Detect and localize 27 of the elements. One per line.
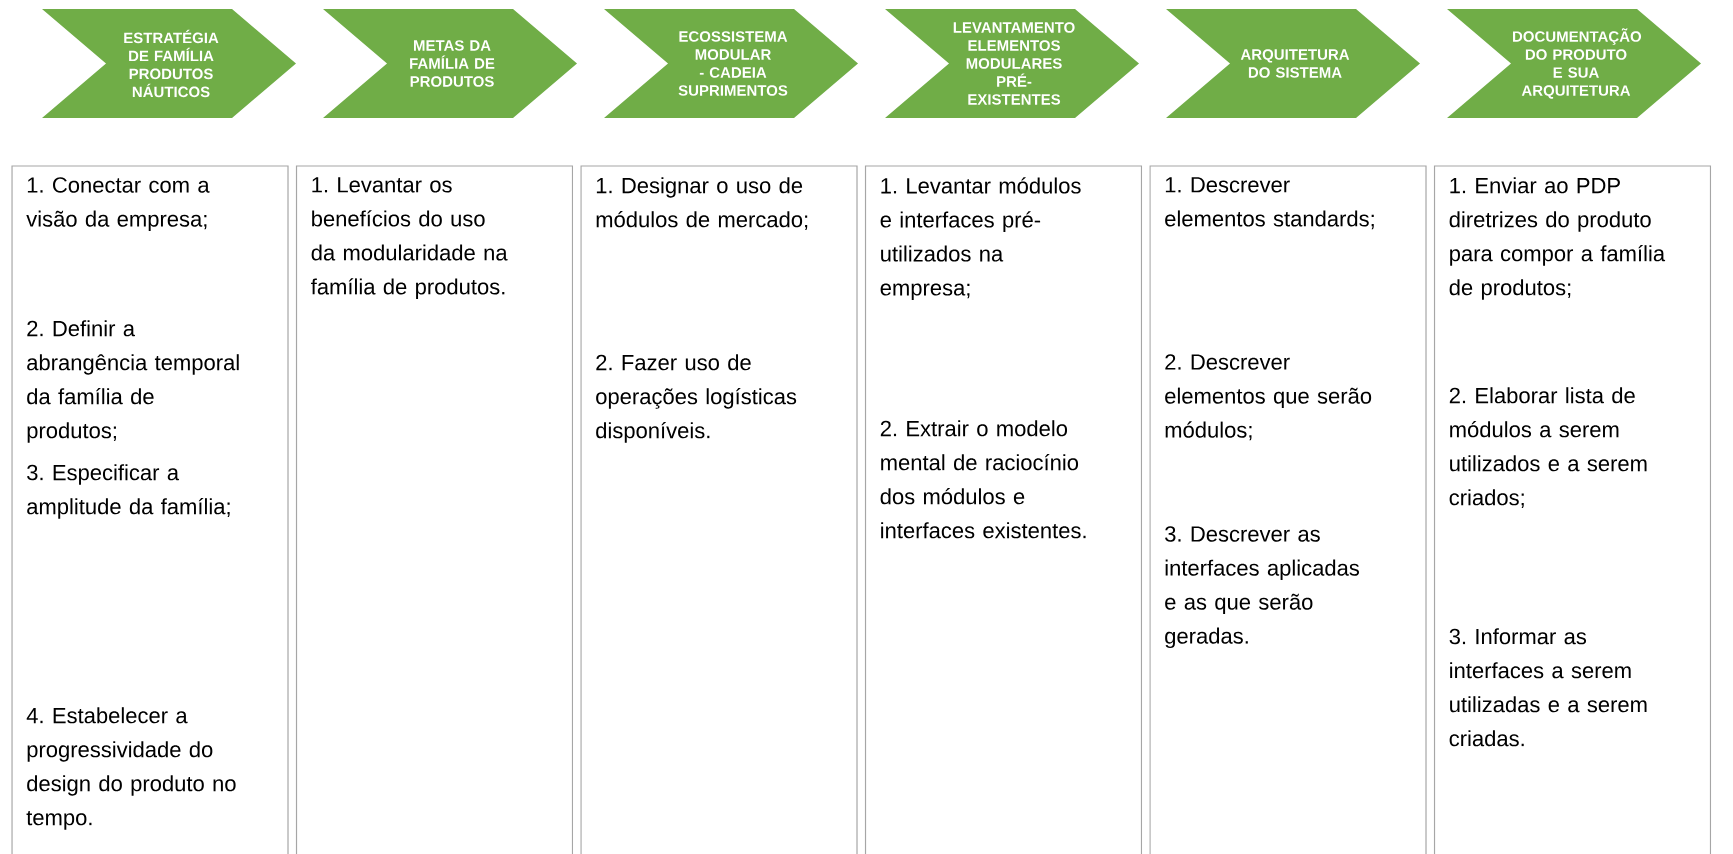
list-item: 2. Descrever elementos que serão módulos;	[1165, 354, 1372, 441]
chevron-step: ARQUITETURA DO SISTEMA	[1166, 9, 1420, 118]
list-item: 1. Levantar módulos e interfaces pré-utilizados na empresa;	[880, 177, 1081, 300]
chevron-step: ESTRATÉGIA DE FAMÍLIA PRODUTOS NÁUTICOS	[42, 9, 296, 118]
list-item: 1. Conectar com a visão da empresa;	[26, 177, 210, 232]
chevron-step: METAS DA FAMÍLIA DE PRODUTOS	[323, 9, 577, 118]
list-item: 1. Levantar os benefícios do uso da modularidade na família de produtos.	[311, 177, 508, 299]
column-box	[11, 165, 289, 854]
column-box	[864, 165, 1143, 854]
list-item: 2. Elaborar lista de módulos a serem utilizados e a serem criados;	[1449, 387, 1647, 508]
list-item: 1. Descrever elementos standards;	[1165, 177, 1374, 230]
column-box	[295, 165, 574, 854]
list-item: 2. Fazer uso de operações logísticas disponíveis.	[596, 354, 797, 443]
chevron-step: LEVANTAMENTO ELEMENTOS MODULARES PRÉ-EXISTENTES	[885, 9, 1139, 118]
chevron-step: DOCUMENTAÇÃO DO PRODUTO E SUA ARQUITETURA	[1447, 9, 1701, 118]
chevron-step: ECOSSISTEMA MODULAR - CADEIA SUPRIMENTOS	[604, 9, 858, 118]
column-box	[1433, 165, 1712, 854]
list-item: 3. Informar as interfaces a serem utilizadas e a serem criadas.	[1449, 628, 1647, 747]
list-item: 4. Estabelecer a progressividade do design do produto no tempo.	[26, 707, 236, 830]
column-box	[580, 165, 858, 854]
list-item: 1. Designar o uso de módulos de mercado;	[596, 177, 808, 230]
column-box	[1149, 165, 1427, 854]
list-item: 3. Descrever as interfaces aplicadas e as que serão geradas.	[1165, 526, 1360, 649]
list-item: 1. Enviar ao PDP diretrizes do produto para compor a família de produtos;	[1449, 177, 1666, 300]
list-item: 3. Especificar a amplitude da família;	[27, 464, 230, 519]
list-item: 2. Definir a abrangência temporal da família de produtos;	[27, 320, 239, 443]
list-item: 2. Extrair o modelo mental de raciocínio dos módulos e interfaces existentes.	[880, 420, 1086, 539]
